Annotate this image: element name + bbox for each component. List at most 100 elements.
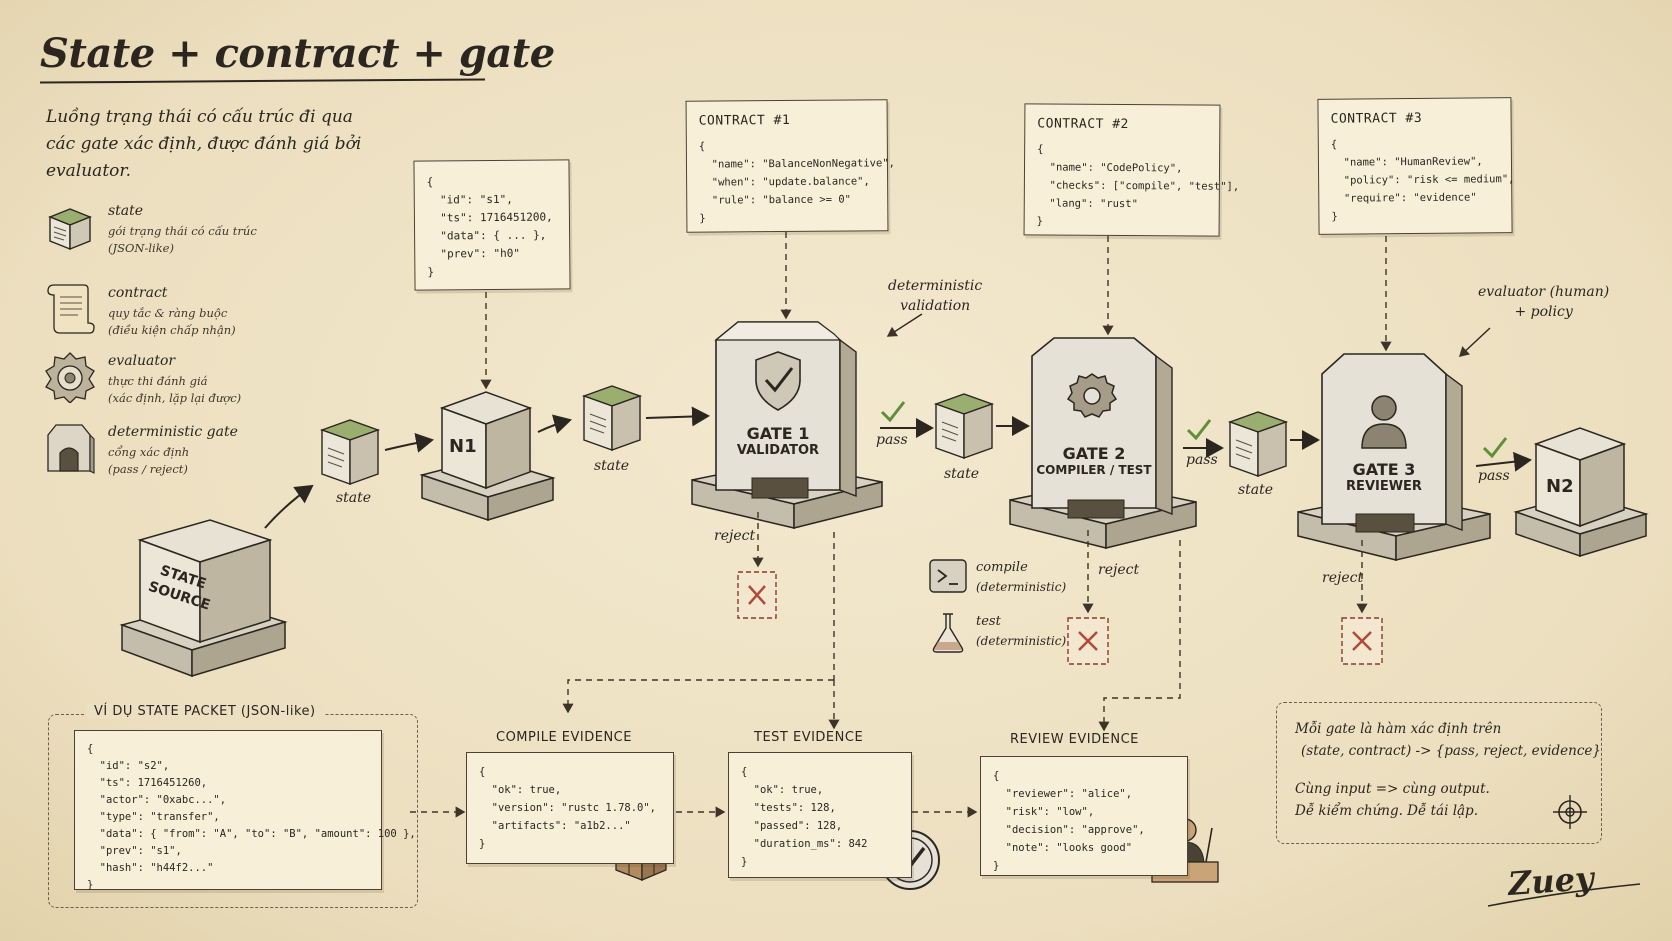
gate-1-title: GATE 1	[746, 424, 810, 443]
contract-3-note: CONTRACT #3 { "name": "HumanReview", "po…	[1317, 97, 1515, 235]
state-cube-1	[319, 419, 381, 485]
compile-evidence-title: COMPILE EVIDENCE	[496, 730, 632, 745]
legend-name-state: state	[108, 203, 144, 219]
legend-desc2-evaluator: (xác định, lặp lại được)	[108, 391, 242, 405]
compile-tool-note: (deterministic)	[976, 580, 1067, 594]
contract-1-title: CONTRACT #1	[698, 112, 791, 129]
legend-desc2-state: (JSON-like)	[108, 241, 174, 255]
deterministic-validation-note: deterministic validation	[888, 278, 983, 314]
legend-desc-state: gói trạng thái có cấu trúc	[108, 224, 257, 238]
reject-box-2	[1067, 617, 1109, 665]
node-n1-label: N1	[449, 436, 477, 457]
contract-2-note: CONTRACT #2 { "name": "CodePolicy", "che…	[1023, 103, 1239, 237]
legend-desc2-contract: (điều kiện chấp nhận)	[108, 323, 236, 337]
contract-2-json: { "name": "CodePolicy", "checks": ["comp…	[1036, 143, 1240, 228]
state-label-1: state	[336, 490, 372, 506]
pass-label-3: pass	[1478, 468, 1510, 484]
summary-line-3: Cùng input => cùng output.	[1295, 781, 1490, 797]
pass-check-2	[1186, 419, 1212, 441]
state-cube-3	[933, 393, 995, 459]
gate-3-subtitle: REVIEWER	[1346, 479, 1422, 494]
reject-box-3	[1341, 617, 1383, 665]
contract-scroll-icon	[47, 284, 95, 334]
review-evidence-json: { "reviewer": "alice", "risk": "low", "d…	[993, 770, 1145, 872]
legend-desc-gate: cổng xác định	[108, 445, 190, 459]
test-evidence-title: TEST EVIDENCE	[754, 730, 864, 745]
legend-name-gate: deterministic gate	[108, 424, 238, 440]
state-packet-json: { "id": "s2", "ts": 1716451260, "actor":…	[87, 743, 416, 891]
gate-2-label: GATE 2 COMPILER / TEST	[1030, 444, 1158, 477]
legend-item-gate: deterministic gate cổng xác định (pass /…	[44, 421, 364, 481]
evaluator-gear-icon	[45, 352, 95, 403]
reject-box-1	[737, 571, 777, 619]
reject-label-3: reject	[1322, 570, 1364, 586]
node-n2-label: N2	[1546, 476, 1574, 497]
state-cube-4	[1227, 411, 1289, 477]
legend-desc-contract: quy tắc & ràng buộc	[108, 306, 228, 320]
compile-tool-label: compile	[976, 560, 1028, 575]
pass-label-2: pass	[1186, 452, 1218, 468]
legend-item-evaluator: evaluator thực thi đánh giá (xác định, l…	[44, 351, 364, 411]
gate-3-title: GATE 3	[1352, 460, 1416, 479]
legend-item-state: state gói trạng thái có cấu trúc (JSON-l…	[44, 203, 364, 263]
test-tool-label: test	[976, 614, 1001, 629]
test-evidence-json: { "ok": true, "tests": 128, "passed": 12…	[741, 766, 868, 868]
gate-1-subtitle: VALIDATOR	[736, 443, 820, 458]
test-tool-note: (deterministic)	[976, 634, 1067, 648]
contract-2-title: CONTRACT #2	[1037, 116, 1129, 133]
legend-name-contract: contract	[108, 285, 168, 301]
n1-state-note: { "id": "s1", "ts": 1716451200, "data": …	[413, 159, 571, 291]
state-packet-note: { "id": "s2", "ts": 1716451260, "actor":…	[74, 730, 416, 891]
reject-label-2: reject	[1098, 562, 1140, 578]
state-label-4: state	[1238, 482, 1274, 498]
gear-icon	[1066, 373, 1118, 418]
state-packet-title: VÍ DỤ STATE PACKET (JSON-like)	[86, 704, 324, 719]
legend-desc-evaluator: thực thi đánh giá	[108, 374, 208, 388]
node-n1	[419, 391, 556, 522]
pass-check-1	[880, 401, 906, 423]
state-cube-icon	[48, 208, 92, 251]
pass-check-3	[1482, 437, 1508, 459]
gate-arch-icon	[47, 424, 95, 474]
flask-icon	[932, 613, 964, 653]
pass-label-1: pass	[876, 432, 908, 448]
gate-1-label: GATE 1 VALIDATOR	[716, 424, 840, 458]
legend-desc2-gate: (pass / reject)	[108, 462, 188, 476]
shield-check-icon	[755, 351, 801, 411]
gate-3-label: GATE 3 REVIEWER	[1322, 460, 1446, 494]
state-source-block	[119, 519, 288, 678]
gate-3-block	[1297, 353, 1491, 561]
compile-evidence-json: { "ok": true, "version": "rustc 1.78.0",…	[479, 766, 657, 850]
gate-2-title: GATE 2	[1062, 444, 1126, 463]
contract-3-json: { "name": "HumanReview", "policy": "risk…	[1330, 138, 1515, 223]
review-evidence-note: { "reviewer": "alice", "risk": "low", "d…	[980, 756, 1188, 876]
review-evidence-title: REVIEW EVIDENCE	[1010, 732, 1139, 747]
state-cube-2	[581, 385, 643, 451]
page-title: State + contract + gate	[40, 30, 555, 77]
evaluator-note: evaluator (human) + policy	[1478, 284, 1610, 320]
summary-line-1: Mỗi gate là hàm xác định trên	[1295, 721, 1502, 737]
legend-name-evaluator: evaluator	[108, 353, 176, 369]
crosshair-icon	[1553, 795, 1587, 829]
gate-2-subtitle: COMPILER / TEST	[1036, 463, 1152, 477]
contract-1-note: CONTRACT #1 { "name": "BalanceNonNegativ…	[685, 99, 895, 233]
gate-2-block	[1009, 337, 1197, 549]
summary-line-2: (state, contract) -> {pass, reject, evid…	[1301, 743, 1601, 759]
test-evidence-note: { "ok": true, "tests": 128, "passed": 12…	[728, 752, 912, 878]
contract-1-json: { "name": "BalanceNonNegative", "when": …	[698, 140, 895, 225]
subtitle: Luồng trạng thái có cấu trúc đi qua các …	[46, 107, 362, 181]
state-label-2: state	[594, 458, 630, 474]
compile-evidence-note: { "ok": true, "version": "rustc 1.78.0",…	[466, 752, 674, 864]
reject-label-1: reject	[714, 528, 756, 544]
terminal-icon	[929, 559, 967, 593]
person-icon	[1361, 395, 1407, 449]
summary-line-4: Dễ kiểm chứng. Dễ tái lập.	[1295, 803, 1478, 819]
n1-state-json: { "id": "s1", "ts": 1716451200, "data": …	[426, 175, 553, 279]
signature: Zuey	[1506, 859, 1595, 903]
node-n2	[1513, 427, 1649, 558]
summary-box: Mỗi gate là hàm xác định trên (state, co…	[1276, 702, 1602, 844]
contract-3-title: CONTRACT #3	[1330, 110, 1423, 127]
legend-item-contract: contract quy tắc & ràng buộc (điều kiện …	[44, 277, 364, 337]
state-label-3: state	[944, 466, 980, 482]
